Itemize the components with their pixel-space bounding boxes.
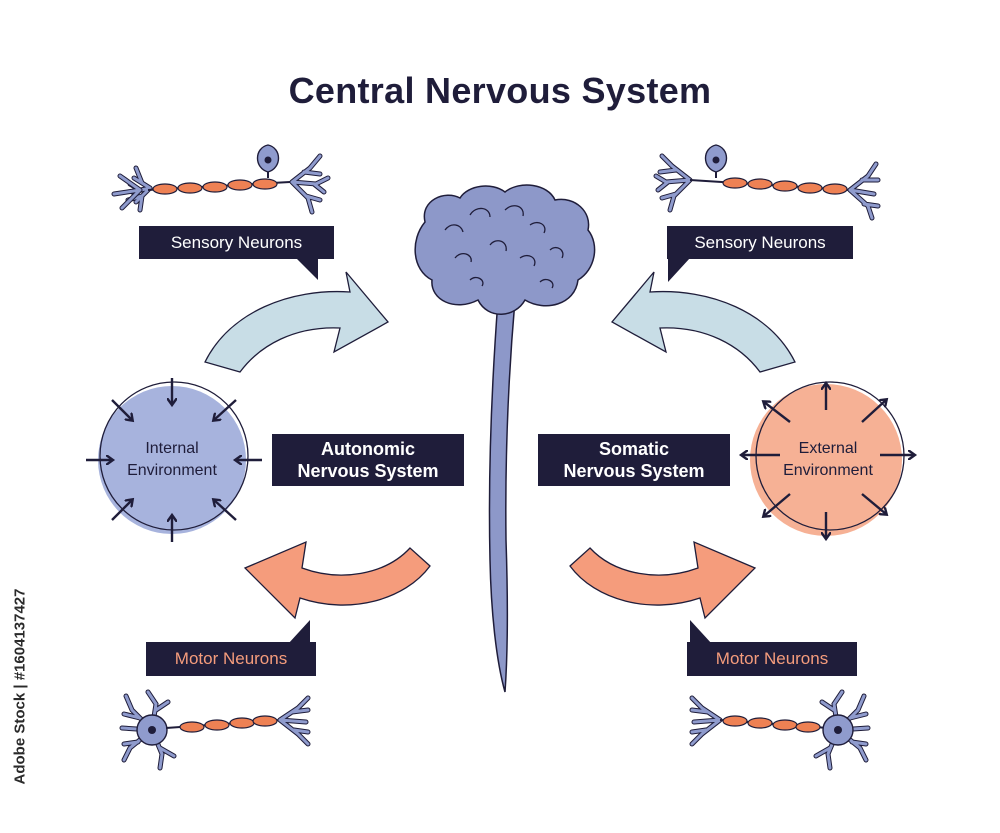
internal-environment-icon [86,378,262,542]
motor-neurons-label-right: Motor Neurons [687,642,857,676]
stock-watermark: Adobe Stock | #1604137427 [4,588,34,790]
external-line1: External [798,440,858,457]
sensory-neuron-icon [653,144,881,221]
internal-environment-label: Internal Environment [102,438,242,482]
page-title: Central Nervous System [288,70,712,111]
autonomic-line2: Nervous System [297,461,439,481]
sensory-arrow-left [204,271,390,373]
brain-icon [414,184,596,315]
sensory-neurons-label-right: Sensory Neurons [667,226,853,259]
sensory-neurons-label-left: Sensory Neurons [139,226,334,259]
autonomic-line1: Autonomic [321,439,415,459]
watermark-text: Adobe Stock | #1604137427 [11,588,29,785]
somatic-nervous-system-label: Somatic Nervous System [538,434,730,486]
internal-line2: Environment [127,462,217,479]
label-tail [668,258,690,282]
motor-arrow-right [569,540,757,620]
autonomic-nervous-system-label: Autonomic Nervous System [272,434,464,486]
motor-neuron-icon [689,689,871,771]
somatic-line1: Somatic [598,439,670,459]
somatic-line2: Nervous System [563,461,705,481]
label-tail [288,620,310,644]
internal-line1: Internal [145,440,199,457]
motor-neurons-label-left: Motor Neurons [146,642,316,676]
external-line2: Environment [783,462,873,479]
sensory-neuron-icon [111,144,331,215]
sensory-arrow-right [610,271,796,373]
label-tail [690,620,712,644]
external-environment-label: External Environment [758,438,898,482]
label-tail [296,258,318,280]
motor-arrow-left [243,540,431,620]
external-environment-icon [742,382,914,538]
spinal-cord-icon [488,299,516,693]
motor-neuron-icon [119,689,311,771]
